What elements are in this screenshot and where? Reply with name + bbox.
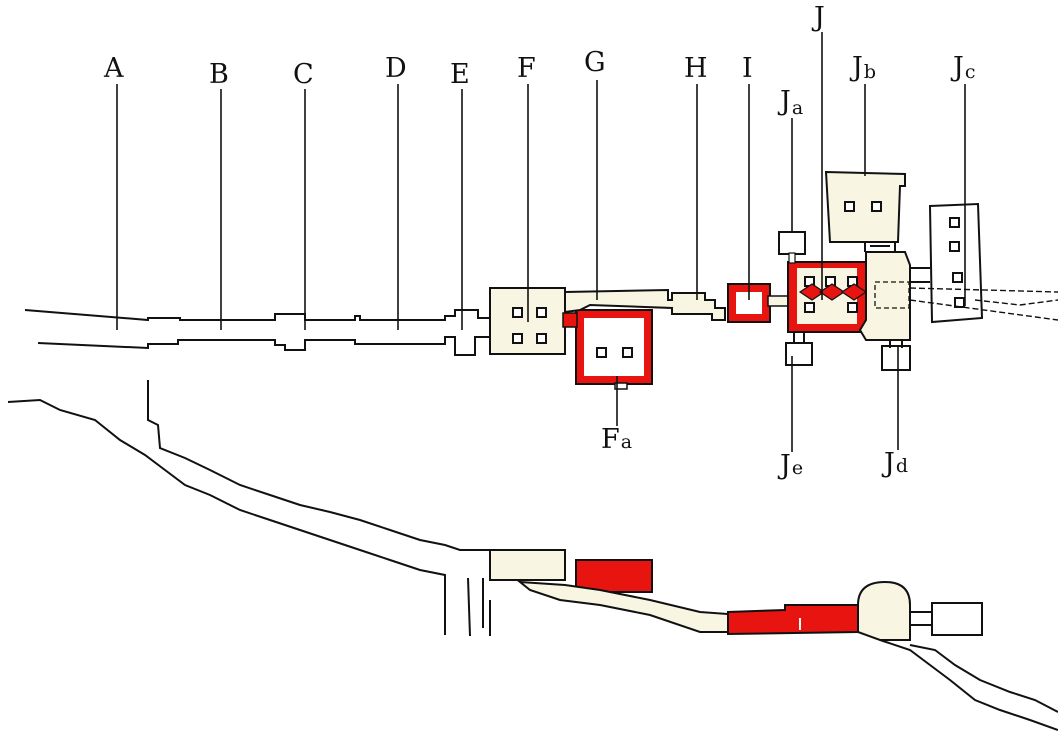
pillar — [871, 201, 882, 212]
unfinished-corridor — [909, 287, 1058, 321]
annex-Jc-passage — [910, 267, 930, 283]
annex-Jb — [824, 170, 906, 243]
pillar — [949, 217, 960, 228]
section-F — [489, 549, 566, 581]
corridor-bottom-wall — [37, 336, 490, 356]
label-H: H — [684, 53, 708, 84]
section-Jc-link — [910, 611, 932, 626]
section-I-J — [727, 604, 859, 636]
label-Je: Je — [777, 450, 803, 481]
label-I: I — [742, 53, 753, 84]
label-E: E — [450, 59, 470, 90]
section-lower-profile — [879, 639, 1058, 731]
annex-Je — [785, 342, 813, 366]
label-B: B — [209, 59, 229, 90]
section-crypt — [857, 580, 911, 641]
annex-Jd-passage — [889, 340, 903, 348]
chamber-Fa-niche — [614, 382, 628, 390]
label-Jd: Jd — [881, 448, 908, 479]
pillar — [536, 307, 547, 318]
section-corridor-ceiling — [147, 380, 490, 551]
annex-Jc — [928, 202, 984, 324]
hall-J-crypt — [858, 251, 911, 341]
label-G: G — [584, 47, 606, 78]
label-D: D — [385, 53, 407, 84]
section-shaft — [467, 577, 491, 637]
label-Jb: Jb — [849, 52, 876, 83]
corridor-top-wall — [24, 309, 490, 322]
pillar — [952, 272, 963, 283]
pillar — [512, 333, 523, 344]
chamber-Fa-stair — [562, 312, 578, 328]
annex-Jb-passage — [864, 242, 896, 252]
pillar — [804, 302, 815, 313]
pillar — [949, 241, 960, 252]
plan-view: A B C D E F G H I J Ja Jb Jc Jd Je Fa — [24, 2, 1058, 481]
label-C: C — [293, 59, 314, 90]
section-view — [7, 380, 1058, 731]
section-lower-profile-2 — [909, 644, 1058, 713]
label-F: F — [517, 53, 536, 84]
label-Jc: Jc — [950, 52, 975, 83]
chamber-Fa-floor — [584, 318, 644, 376]
crypt-recess — [874, 281, 910, 309]
section-Fa — [575, 559, 653, 593]
pillar — [596, 347, 607, 358]
annex-Jd — [881, 345, 911, 371]
pillar — [847, 302, 858, 313]
corridor-G — [564, 288, 726, 321]
annex-Je-passage — [793, 332, 805, 343]
annex-Ja — [778, 231, 806, 255]
label-Fa: Fa — [601, 424, 632, 455]
label-Ja: Ja — [777, 86, 803, 119]
section-hillside — [7, 398, 446, 635]
chamber-I-passage — [767, 295, 791, 307]
label-A: A — [103, 53, 124, 84]
section-Jc — [931, 602, 983, 636]
label-J: J — [811, 2, 825, 33]
pillar — [536, 333, 547, 344]
chamber-I-floor — [736, 292, 762, 314]
pillar — [512, 307, 523, 318]
annex-Ja-door — [788, 252, 796, 264]
pillar — [844, 201, 855, 212]
pillar — [622, 347, 633, 358]
